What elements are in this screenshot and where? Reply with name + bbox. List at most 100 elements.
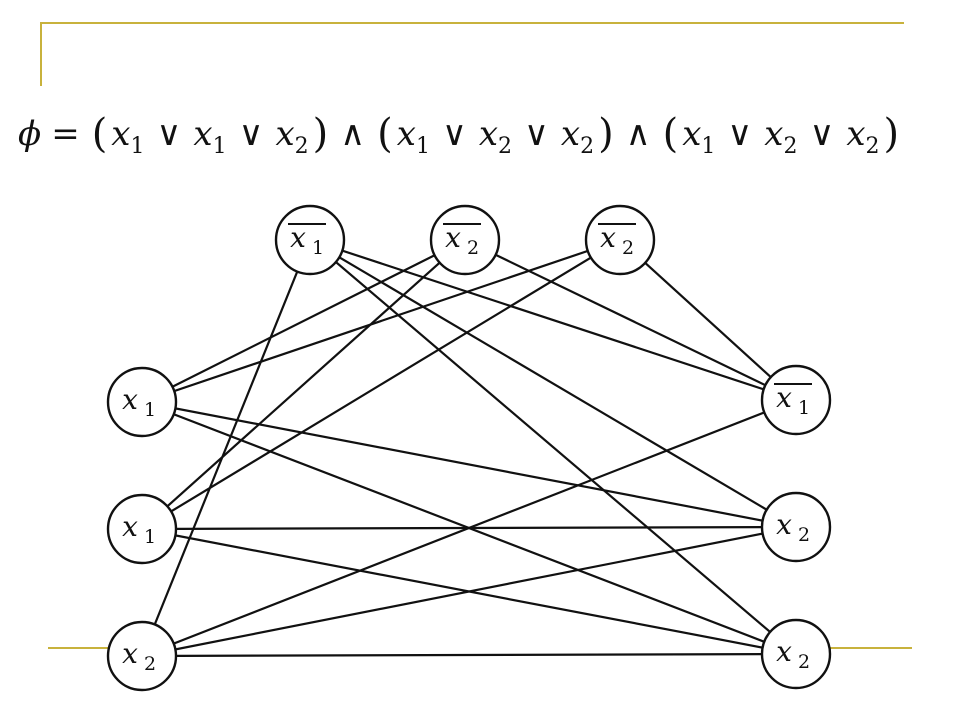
literal-variable: x xyxy=(846,114,866,154)
formula-or-operator: ∨ xyxy=(809,114,835,154)
edge-t1-l3 xyxy=(140,239,312,657)
formula-literal: x1 xyxy=(396,114,430,159)
node-variable-label: x xyxy=(445,221,461,254)
left-accent-line xyxy=(40,22,42,86)
formula-literal: x2 xyxy=(846,114,879,159)
formula-open-paren: ( xyxy=(662,111,679,157)
node-circle xyxy=(106,493,178,565)
formula-literal: x2 xyxy=(764,114,797,159)
node-subscript-label: 2 xyxy=(622,237,634,259)
literal-variable: x xyxy=(111,114,131,154)
node-subscript-label: 1 xyxy=(144,526,156,548)
literal-subscript: 2 xyxy=(865,134,880,159)
literal-subscript: 2 xyxy=(580,134,595,159)
formula-or-operator: ∨ xyxy=(727,114,753,154)
node-subscript-label: 2 xyxy=(798,524,810,546)
edge-t2-l2 xyxy=(141,239,466,530)
formula-close-paren: ) xyxy=(312,111,329,157)
literal-variable: x xyxy=(682,114,702,154)
formula-and-operator: ∧ xyxy=(625,114,651,154)
bottom-right-accent-line xyxy=(828,647,912,649)
literal-subscript: 1 xyxy=(415,134,430,159)
literal-subscript: 2 xyxy=(783,134,798,159)
top-accent-line xyxy=(40,22,904,24)
node-variable-label: x xyxy=(776,508,792,541)
node-variable-label: x xyxy=(122,383,138,416)
node-variable-label: x xyxy=(122,637,138,670)
node-circle xyxy=(106,366,178,438)
literal-variable: x xyxy=(275,114,295,154)
edge-t2-l1 xyxy=(141,239,466,403)
formula-literal: x2 xyxy=(275,114,308,159)
formula-literal: x2 xyxy=(478,114,512,159)
literal-subscript: 1 xyxy=(130,134,145,159)
node-variable-label: x xyxy=(600,221,616,254)
node-circle xyxy=(760,491,832,563)
node-subscript-label: 1 xyxy=(312,237,324,259)
node-variable-label: x xyxy=(776,381,792,414)
node-variable-label: x xyxy=(776,635,792,668)
formula-or-operator: ∨ xyxy=(156,114,182,154)
edge-t3-l2 xyxy=(141,239,621,530)
node-subscript-label: 1 xyxy=(798,397,810,419)
formula-close-paren: ) xyxy=(883,111,900,157)
literal-variable: x xyxy=(764,114,784,154)
literal-subscript: 1 xyxy=(212,134,227,159)
node-subscript-label: 1 xyxy=(144,399,156,421)
node-subscript-label: 2 xyxy=(144,653,156,675)
edge-l1-r2 xyxy=(141,400,797,529)
formula-literal: x1 xyxy=(111,114,144,159)
node-variable-label: x xyxy=(290,221,306,254)
formula-equals: = xyxy=(51,114,80,154)
boolean-formula: ϕ=(x1∨x1∨x2)∧(x1∨x2∨x2)∧(x1∨x2∨x2) xyxy=(18,104,948,164)
node-circle xyxy=(429,204,501,276)
formula-literal: x1 xyxy=(682,114,715,159)
formula-lhs: ϕ xyxy=(18,114,42,154)
node-subscript-label: 2 xyxy=(467,237,479,259)
edge-l3-r3 xyxy=(141,652,797,658)
bottom-left-accent-line xyxy=(48,647,110,649)
formula-literal: x1 xyxy=(193,114,226,159)
node-circle xyxy=(760,618,832,690)
edge-t1-r1 xyxy=(309,238,797,402)
literal-variable: x xyxy=(396,114,416,154)
graph-edges xyxy=(140,238,797,658)
formula-literal: x2 xyxy=(561,114,594,159)
literal-variable: x xyxy=(193,114,213,154)
literal-subscript: 1 xyxy=(701,134,716,159)
node-circle xyxy=(106,620,178,692)
edge-t1-r2 xyxy=(309,239,797,528)
edge-t3-r1 xyxy=(619,239,797,401)
edge-l3-r2 xyxy=(141,525,797,658)
formula-open-paren: ( xyxy=(377,111,393,157)
node-circle xyxy=(760,364,832,436)
edge-t1-r3 xyxy=(309,239,797,655)
formula-or-operator: ∨ xyxy=(238,114,264,154)
node-circle xyxy=(274,204,346,276)
edge-t3-l1 xyxy=(141,238,621,404)
literal-subscript: 2 xyxy=(498,134,513,159)
formula-close-paren: ) xyxy=(598,111,614,157)
node-subscript-label: 2 xyxy=(798,651,810,673)
formula-and-operator: ∧ xyxy=(340,114,366,154)
formula-or-operator: ∨ xyxy=(441,114,467,154)
node-circle xyxy=(584,204,656,276)
edge-t2-r1 xyxy=(464,239,797,401)
edge-l3-r1 xyxy=(141,398,797,658)
node-variable-label: x xyxy=(122,510,138,543)
literal-subscript: 2 xyxy=(294,134,309,159)
formula-or-operator: ∨ xyxy=(524,114,549,154)
literal-variable: x xyxy=(478,114,499,154)
